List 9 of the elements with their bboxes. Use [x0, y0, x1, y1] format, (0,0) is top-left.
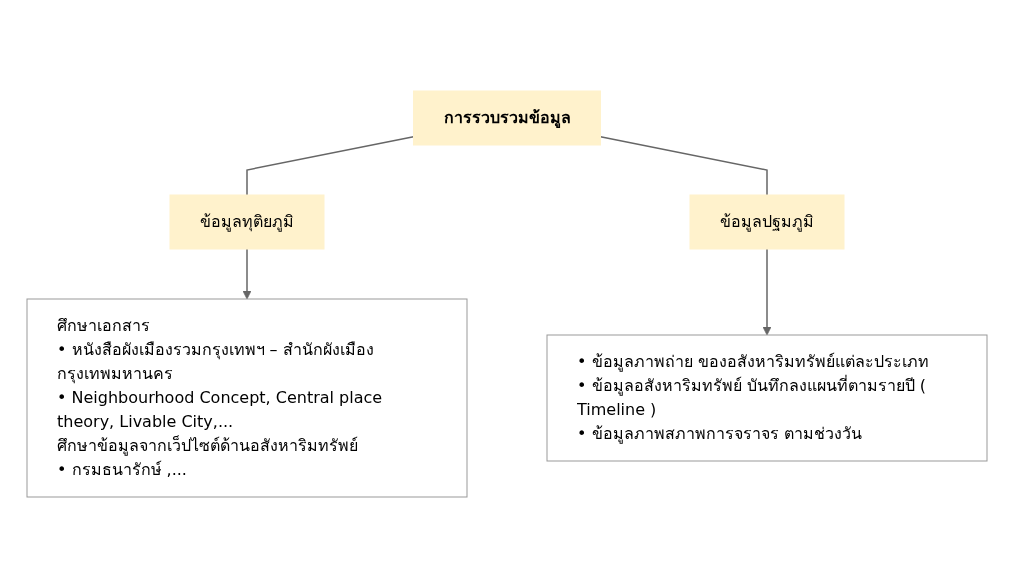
node-box: • ข้อมูลภาพถ่าย ของอสังหาริมทรัพย์แต่ละประเภท • ข้อมูลอสังหาริมทรัพย์ บันทึกลงแผนที่ตามรายปี ( Timeline ) • ข้อมูลภาพสภาพการจราจร ตามช่วงวัน [546, 334, 987, 462]
node-box: ศึกษาเอกสาร • หนังสือผังเมืองรวมกรุงเทพฯ – สำนักผังเมืองกรุงเทพมหานคร • Neighbourhood Concept, Central place theory, Livable City,... ศึกษาข้อมูลจากเว็ปไซต์ด้านอสังหาริมทรัพย์ • กรมธนารักษ์ ,... [26, 298, 467, 498]
node-box: การรวบรวมข้อมูล [412, 90, 601, 146]
connector [245, 135, 414, 196]
node-box: ข้อมูลทุติยภูมิ [169, 194, 324, 250]
connector [599, 135, 768, 196]
arrow [242, 248, 251, 300]
arrow [762, 248, 771, 336]
node-box: ข้อมูลปฐมภูมิ [689, 194, 844, 250]
